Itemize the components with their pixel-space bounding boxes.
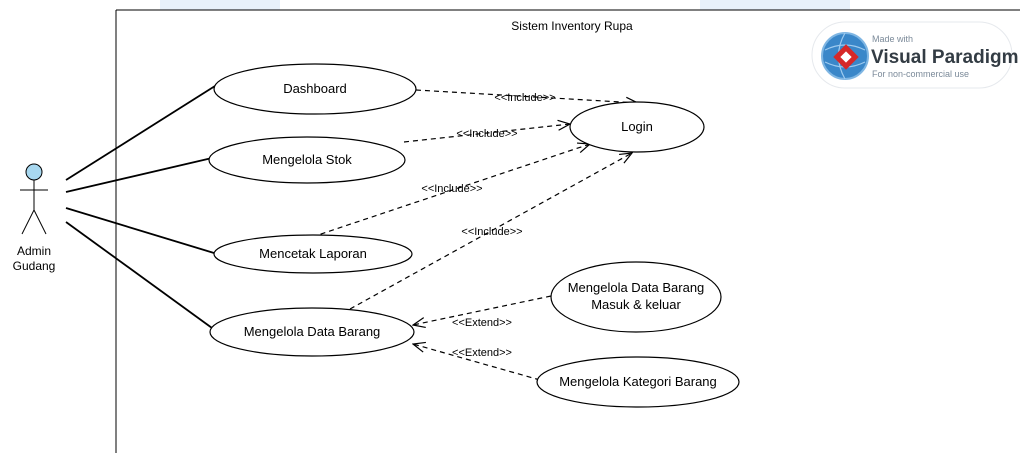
visual-paradigm-watermark: Made with Visual Paradigm For non-commer… <box>811 21 1019 89</box>
extend-label-2: <<Extend>> <box>452 347 512 359</box>
extend-label-1: <<Extend>> <box>452 317 512 329</box>
association-barang <box>65 221 213 329</box>
use-case-mengelola-kategori-label: Mengelola Kategori Barang <box>559 374 717 389</box>
use-case-mengelola-stok-label: Mengelola Stok <box>262 152 352 167</box>
use-case-dashboard-label: Dashboard <box>283 81 347 96</box>
include-stok-login <box>403 124 570 143</box>
use-case-mencetak-laporan-shape <box>213 234 413 274</box>
use-case-mengelola-data-barang-label: Mengelola Data Barang <box>244 324 381 339</box>
include-laporan-login <box>311 144 590 238</box>
use-case-mencetak-laporan-label: Mencetak Laporan <box>259 246 367 261</box>
use-case-mengelola-data-barang-shape <box>209 307 415 357</box>
include-label-1: <<Include>> <box>494 92 555 104</box>
watermark-band-left <box>160 0 280 10</box>
actor-label-line1: Admin <box>17 244 51 258</box>
include-dashboard-login <box>415 89 638 103</box>
actor-leg-right <box>33 209 47 235</box>
watermark-note: For non-commercial use <box>872 69 969 79</box>
use-case-mengelola-stok-shape <box>208 136 406 184</box>
use-case-mengelola-kategori[interactable]: Mengelola Kategori Barang <box>536 356 740 408</box>
extend-kategori-barang <box>413 344 541 381</box>
system-title: Sistem Inventory Rupa <box>511 19 633 33</box>
actor-leg-left <box>21 209 35 235</box>
watermark-band-right <box>700 0 850 10</box>
use-case-mencetak-laporan[interactable]: Mencetak Laporan <box>213 234 413 274</box>
association-dashboard <box>65 85 216 181</box>
use-case-mengelola-kategori-shape <box>536 356 740 408</box>
use-case-login-label: Login <box>621 119 653 134</box>
use-case-dashboard[interactable]: Dashboard <box>213 63 417 115</box>
include-label-3: <<Include>> <box>421 183 482 195</box>
use-case-mengelola-data-barang[interactable]: Mengelola Data Barang <box>209 307 415 357</box>
actor-head <box>25 163 43 181</box>
watermark-made-with: Made with <box>872 34 913 44</box>
actor-label-line2: Gudang <box>13 259 56 273</box>
association-stok <box>65 157 213 193</box>
visual-paradigm-logo-icon <box>821 32 869 80</box>
use-case-login-shape <box>569 101 705 153</box>
watermark-brand: Visual Paradigm <box>871 47 1019 68</box>
use-case-masuk-keluar[interactable]: Mengelola Data Barang Masuk & keluar <box>550 261 722 333</box>
use-case-masuk-keluar-label-line2: Masuk & keluar <box>591 297 681 312</box>
extend-masuk-keluar-barang <box>413 295 552 325</box>
use-case-masuk-keluar-shape <box>550 261 722 333</box>
use-case-masuk-keluar-label-line1: Mengelola Data Barang <box>568 280 705 295</box>
actor-admin-gudang[interactable]: Admin Gudang <box>13 163 56 273</box>
use-case-mengelola-stok[interactable]: Mengelola Stok <box>208 136 406 184</box>
association-laporan <box>65 207 215 254</box>
include-label-2: <<Include>> <box>456 128 517 140</box>
use-case-login[interactable]: Login <box>569 101 705 153</box>
include-label-4: <<Include>> <box>461 226 522 238</box>
use-case-dashboard-shape <box>213 63 417 115</box>
